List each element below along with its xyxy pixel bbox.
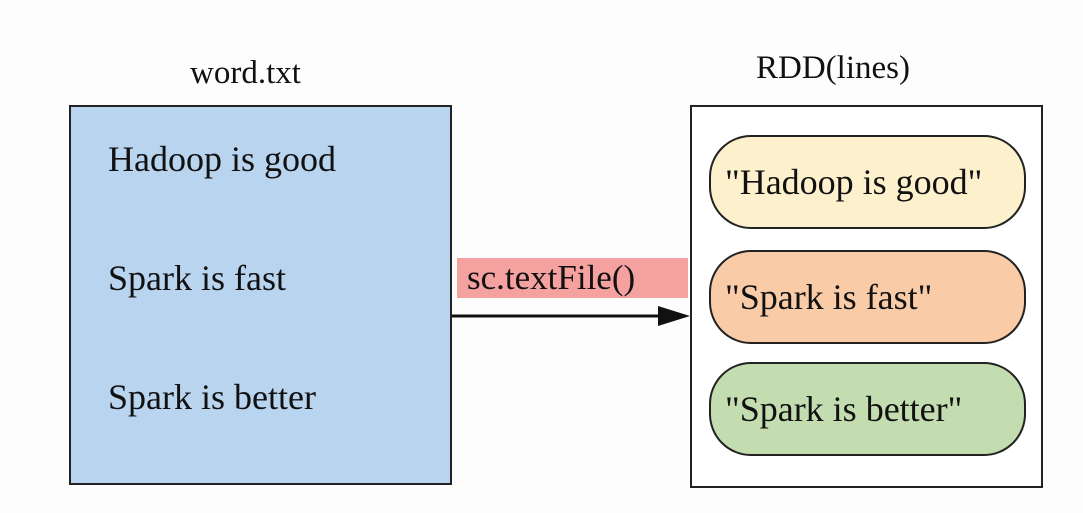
- partition-text: "Hadoop is good": [725, 162, 983, 202]
- rdd-box: "Hadoop is good" "Spark is fast" "Spark …: [690, 105, 1043, 488]
- file-line: Hadoop is good: [108, 139, 336, 179]
- partition: "Hadoop is good": [709, 135, 1026, 229]
- partition-text: "Spark is better": [725, 389, 963, 429]
- file-line: Spark is fast: [108, 258, 286, 298]
- partition: "Spark is better": [709, 362, 1026, 456]
- file-box: Hadoop is good Spark is fast Spark is be…: [69, 105, 452, 485]
- file-line: Spark is better: [108, 377, 316, 417]
- partition-text: "Spark is fast": [725, 277, 933, 317]
- arrow-label: sc.textFile(): [457, 258, 688, 298]
- arrow-head: [658, 306, 690, 326]
- partition: "Spark is fast": [709, 250, 1026, 344]
- arrow: [452, 306, 690, 326]
- file-title: word.txt: [190, 55, 301, 91]
- rdd-title: RDD(lines): [756, 50, 910, 86]
